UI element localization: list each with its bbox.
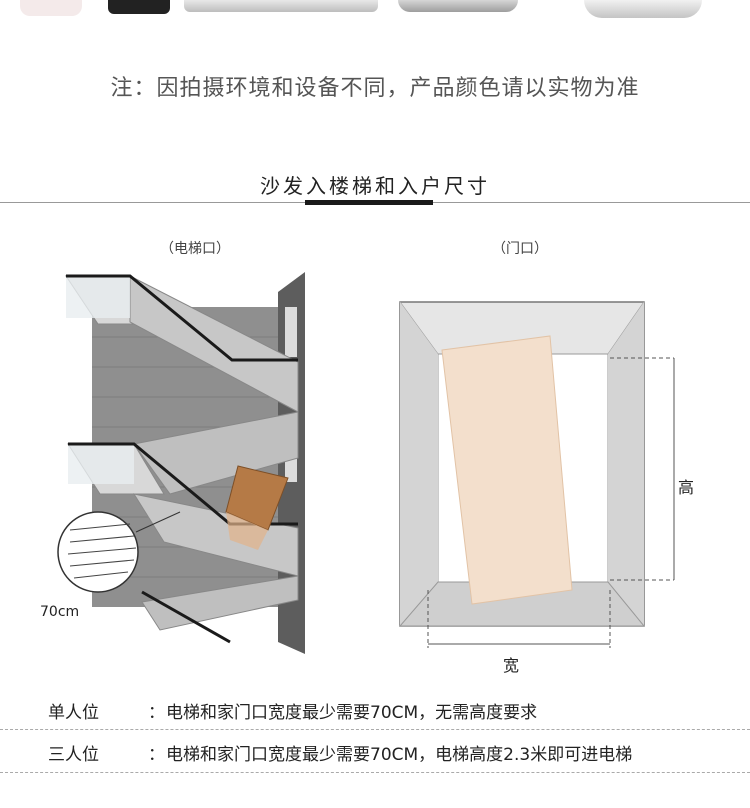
- spec-description: 电梯和家门口宽度最少需要70CM，无需高度要求: [166, 703, 538, 723]
- stair-flight-4: [141, 575, 299, 631]
- spec-description: 电梯和家门口宽度最少需要70CM，电梯高度2.3米即可进电梯: [166, 745, 633, 765]
- spec-label: 三人位: [48, 745, 99, 765]
- product-thumbnail-5: [584, 0, 702, 18]
- door-width-label: 宽: [503, 656, 520, 675]
- spec-label: 单人位: [48, 703, 99, 723]
- door-caption: （门口）: [492, 241, 548, 257]
- spec-divider: [0, 772, 750, 773]
- spec-row-single: 单人位 ： 电梯和家门口宽度最少需要70CM，无需高度要求: [0, 690, 750, 730]
- product-thumbnail-4: [398, 0, 518, 12]
- product-thumbnail-1: [20, 0, 82, 16]
- title-accent-bar: [305, 200, 433, 205]
- sofa-panel: [441, 335, 573, 605]
- product-thumbnail-2: [108, 0, 170, 14]
- spec-divider: [0, 729, 750, 730]
- elevator-caption: （电梯口）: [160, 241, 230, 257]
- stair-width-label: 70cm: [40, 604, 80, 620]
- section-title: 沙发入楼梯和入户尺寸: [260, 174, 490, 198]
- product-thumbnail-3: [184, 0, 378, 12]
- staircase-illustration: [57, 272, 305, 654]
- handrail: [66, 274, 298, 362]
- spec-colon: ：: [148, 745, 165, 765]
- color-disclaimer: 注：因拍摄环境和设备不同，产品颜色请以实物为准: [110, 76, 640, 101]
- spec-row-triple: 三人位 ： 电梯和家门口宽度最少需要70CM，电梯高度2.3米即可进电梯: [0, 732, 750, 772]
- doorway-illustration: [398, 301, 675, 648]
- zoom-detail-circle: [57, 511, 139, 593]
- spec-colon: ：: [148, 703, 165, 723]
- stair-flight-2: [133, 411, 299, 495]
- door-height-label: 高: [678, 478, 695, 497]
